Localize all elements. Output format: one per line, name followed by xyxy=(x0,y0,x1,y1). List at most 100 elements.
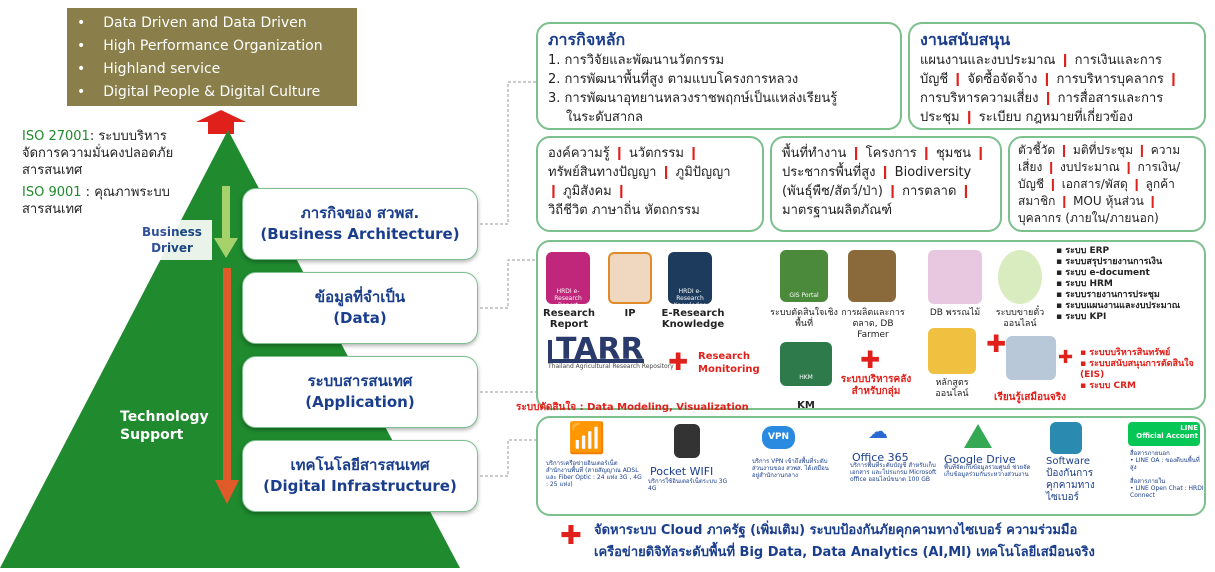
iso-27001: ISO 27001: ระบบบริหารจัดการความมั่นคงปลอ… xyxy=(22,129,174,178)
list-item: ระบบรายงานการประชุม xyxy=(1056,290,1180,301)
green-down-arrow xyxy=(214,186,238,258)
footer-line: เครือข่ายดิจิทัลระดับพื้นที่ Big Data, D… xyxy=(594,545,1095,560)
footer-text: จัดหาระบบ Cloud ภาครัฐ (เพิ่มเติม) ระบบป… xyxy=(594,520,1095,564)
data-line: องค์ความรู้ ❙ นวัตกรรม ❙ xyxy=(548,146,699,161)
data-line: ตัวชี้วัด ❙ มติที่ประชุม ❙ ความ xyxy=(1018,143,1181,157)
layer-business-architecture: ภารกิจของ สวพส. (Business Architecture) xyxy=(242,188,478,260)
e-research-label: E-Research Knowledge xyxy=(661,308,725,330)
google-drive-icon xyxy=(964,424,992,448)
research-report-icon[interactable]: HRDI e-Research Report xyxy=(546,252,590,309)
ip-icon[interactable] xyxy=(608,252,652,304)
data-line: บุคลากร (ภายใน/ภายนอก) xyxy=(1018,211,1159,225)
layer-digital-infrastructure: เทคโนโลยีสารสนเทศ(Digital Infrastructure… xyxy=(242,440,478,512)
pocket-wifi-icon xyxy=(674,424,700,458)
list-item: ระบบ KPI xyxy=(1056,312,1180,323)
ip-label: IP xyxy=(624,308,636,319)
vision-item: High Performance Organization xyxy=(77,35,347,58)
km-icon[interactable]: HKM xyxy=(780,342,832,386)
data-line: บัญชี ❙ เอกสาร/พัสดุ ❙ ลูกค้า xyxy=(1018,177,1175,191)
add-cross-icon: ✚ xyxy=(986,330,1007,358)
data-line: พื้นที่ทำงาน ❙ โครงการ ❙ ชุมชน ❙ xyxy=(782,146,987,161)
vpn-description: บริการ VPN เข้าถึงพื้นที่ระดับส่วนงานของ… xyxy=(752,458,829,479)
db-plant-label: DB พรรณไม้ xyxy=(929,308,981,318)
vision-item: Highland service xyxy=(77,58,347,81)
list-item: ระบบ CRM xyxy=(1080,381,1204,392)
footer-line: จัดหาระบบ Cloud ภาครัฐ (เพิ่มเติม) ระบบป… xyxy=(594,523,1078,538)
mission-item: 3. การพัฒนาอุทยานหลวงราชพฤกษ์เป็นแหล่งเร… xyxy=(548,91,838,106)
data-box-knowledge: องค์ความรู้ ❙ นวัตกรรม ❙ ทรัพย์สินทางปัญ… xyxy=(536,136,764,232)
new-systems-list: ระบบบริหารสินทรัพย์ ระบบสนับสนุนการตัดสิ… xyxy=(1080,348,1204,392)
add-cross-icon: ✚ xyxy=(1058,347,1074,368)
db-farmer-label: การผลิตและการตลาด, DB Farmer xyxy=(841,308,905,340)
add-cross-icon: ✚ xyxy=(860,346,881,374)
research-monitoring-label: Research Monitoring xyxy=(698,351,760,375)
cloud-icon: ☁ xyxy=(868,419,888,443)
layer-title: ภารกิจของ สวพส. xyxy=(300,204,420,222)
mission-item: ในระดับสากล xyxy=(566,110,643,125)
online-course-icon[interactable] xyxy=(928,328,976,374)
iso-9001: ISO 9001 : คุณภาพระบบสารสนเทศ xyxy=(22,185,170,217)
mission-item: 1. การวิจัยและพัฒนานวัตกรรม xyxy=(548,53,725,68)
vpn-icon: VPN xyxy=(762,426,796,449)
ticket-shop-label: ระบบขายตั๋วออนไลน์ xyxy=(995,308,1045,329)
red-down-arrow xyxy=(215,268,239,504)
list-item: ระบบบริหารสินทรัพย์ xyxy=(1080,348,1204,359)
list-item: ระบบสรุปรายงานการเงิน xyxy=(1056,257,1180,268)
support-box: งานสนับสนุน แผนงานและงบประมาณ ❙ การเงินแ… xyxy=(908,22,1206,130)
e-research-knowledge-icon[interactable]: HRDI e-Research Knowledge xyxy=(668,252,712,309)
pocket-wifi-label: Pocket WIFI xyxy=(650,465,714,478)
data-line: เสี่ยง ❙ งบประมาณ ❙ การเงิน/ xyxy=(1018,160,1181,174)
support-title: งานสนับสนุน xyxy=(920,30,1011,49)
online-course-label: หลักสูตรออนไลน์ xyxy=(935,378,969,399)
support-line: บัญชี ❙ จัดซื้อจัดจ้าง ❙ การบริหารบุคลาก… xyxy=(920,72,1179,87)
decision-label: ระบบตัดสินใจ : Data Modeling, Visualizat… xyxy=(516,402,749,413)
layer-subtitle: (Application) xyxy=(305,393,415,411)
pocket-wifi-description: บริการใช้อินเตอร์เน็ตระบบ 3G 4G xyxy=(648,478,728,492)
layer-title: ข้อมูลที่จำเป็น xyxy=(314,288,406,306)
add-cross-icon: ✚ xyxy=(668,348,689,376)
research-report-label: Research Report xyxy=(543,308,595,330)
support-line: การบริหารความเสี่ยง ❙ การสื่อสารและการ xyxy=(920,91,1164,106)
up-arrow-icon xyxy=(196,110,246,134)
data-line: ประชากรพื้นที่สูง ❙ Biodiversity xyxy=(782,165,972,180)
layer-subtitle: (Business Architecture) xyxy=(260,225,460,243)
layer-data: ข้อมูลที่จำเป็น (Data) xyxy=(242,272,478,344)
list-item: ระบบสนับสนุนการตัดสินใจ (EIS) xyxy=(1080,359,1204,381)
application-box: HRDI e-Research Report Research Report I… xyxy=(516,240,1206,413)
mission-box: ภารกิจหลัก 1. การวิจัยและพัฒนานวัตกรรม 2… xyxy=(536,22,902,130)
vr-label: เรียนรู้เสมือนจริง xyxy=(994,392,1066,403)
infrastructure-box: 📶 บริการเครือข่ายอินเตอร์เน็ต สำนักงานพื… xyxy=(536,416,1206,516)
data-line: ทรัพย์สินทางปัญญา ❙ ภูมิปัญญา xyxy=(548,165,731,180)
add-cross-icon: ✚ xyxy=(560,521,582,551)
layer-application: ระบบสารสนเทศ (Application) xyxy=(242,356,478,428)
data-line: (พันธุ์พืช/สัตว์/ป่า) ❙ การตลาด ❙ xyxy=(782,184,972,199)
vr-icon[interactable] xyxy=(1006,336,1056,380)
shield-icon xyxy=(1050,422,1082,454)
wifi-description: บริการเครือข่ายอินเตอร์เน็ต สำนักงานพื้น… xyxy=(546,460,642,488)
data-line: ❙ ภูมิสังคม ❙ xyxy=(548,184,627,199)
gis-portal-icon[interactable]: GIS Portal xyxy=(780,250,828,302)
data-box-admin: ตัวชี้วัด ❙ มติที่ประชุม ❙ ความ เสี่ยง ❙… xyxy=(1008,136,1206,232)
google-drive-label: Google Drive xyxy=(944,453,1016,466)
list-item: ระบบ e-document xyxy=(1056,268,1180,279)
list-item: ระบบแผนงานและงบประมาณ xyxy=(1056,301,1180,312)
layer-subtitle: (Data) xyxy=(333,309,387,327)
list-item: ระบบ ERP xyxy=(1056,246,1180,257)
ticket-shop-icon[interactable] xyxy=(998,250,1042,304)
layer-title: ระบบสารสนเทศ xyxy=(307,372,413,390)
erp-list: ระบบ ERP ระบบสรุปรายงานการเงิน ระบบ e-do… xyxy=(1056,246,1180,323)
db-farmer-icon[interactable] xyxy=(848,250,896,302)
list-item: ระบบ HRM xyxy=(1056,279,1180,290)
layer-subtitle: (Digital Infrastructure) xyxy=(263,477,457,495)
db-plant-icon[interactable] xyxy=(928,250,982,304)
software-label: Software ป้องกันการคุกคามทางไซเบอร์ xyxy=(1046,456,1095,503)
support-line: ประชุม ❙ ระเบียบ กฎหมายที่เกี่ยวข้อง xyxy=(920,110,1133,125)
wifi-icon: 📶 xyxy=(568,421,606,456)
office-365-label: Office 365 xyxy=(852,451,909,464)
connector-lines xyxy=(480,81,536,477)
km-label: KM xyxy=(797,400,815,411)
